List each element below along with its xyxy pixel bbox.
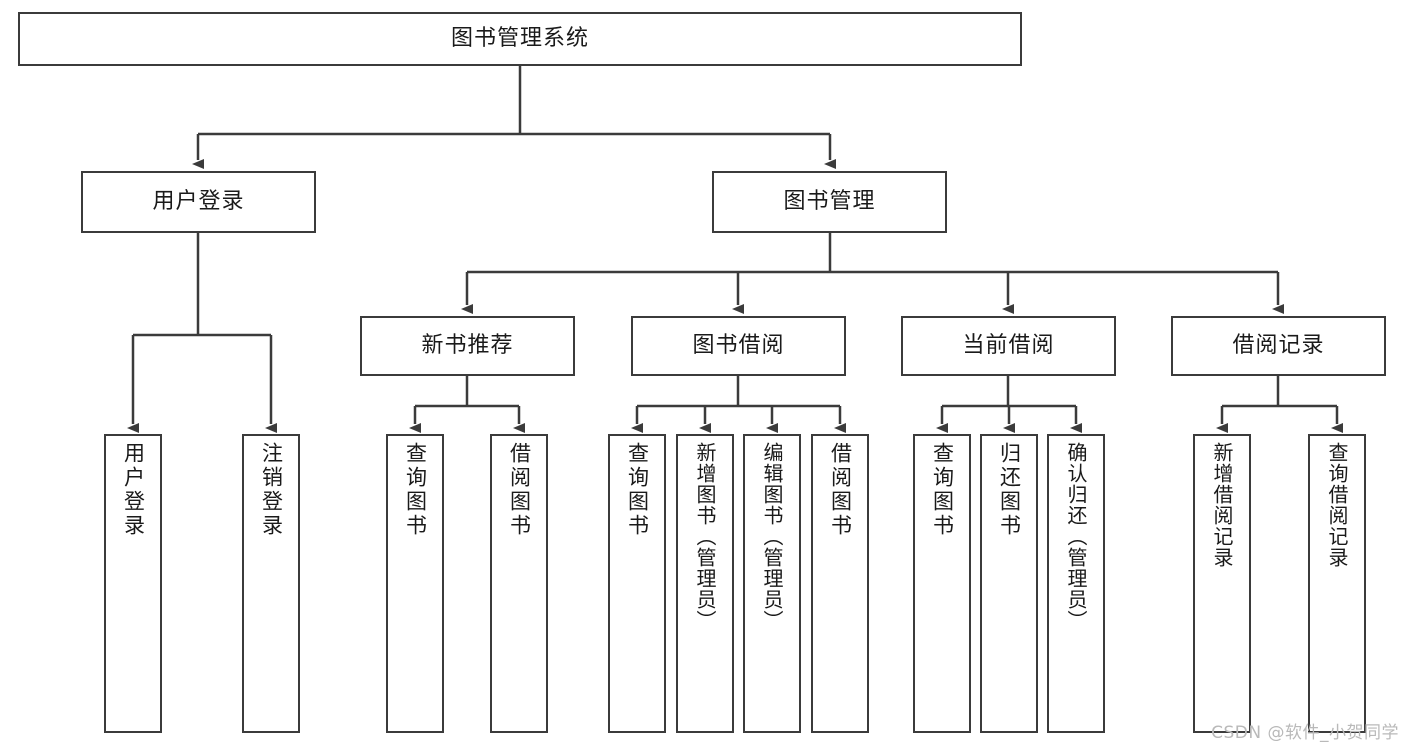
node-current-borrow[interactable]: 当前借阅	[901, 316, 1116, 376]
leaf-add-book[interactable]: 新增图书（管理员）	[676, 434, 734, 733]
leaf-add-record[interactable]: 新增借阅记录	[1193, 434, 1251, 733]
node-book-borrow-label: 图书借阅	[692, 333, 785, 359]
leaf-query-book-1-label: 查询图书	[403, 442, 428, 538]
node-book-manage[interactable]: 图书管理	[712, 171, 947, 233]
leaf-edit-book[interactable]: 编辑图书（管理员）	[743, 434, 801, 733]
leaf-confirm-return-label: 确认归还（管理员）	[1064, 442, 1088, 631]
leaf-query-record-label: 查询借阅记录	[1325, 442, 1349, 568]
leaf-user-login-label: 用户登录	[121, 442, 146, 538]
leaf-borrow-book-2-label: 借阅图书	[828, 442, 853, 538]
leaf-user-login[interactable]: 用户登录	[104, 434, 162, 733]
node-book-borrow[interactable]: 图书借阅	[631, 316, 846, 376]
node-root-label: 图书管理系统	[450, 26, 589, 52]
leaf-query-book-3[interactable]: 查询图书	[913, 434, 971, 733]
leaf-query-book-1[interactable]: 查询图书	[386, 434, 444, 733]
leaf-edit-book-label: 编辑图书（管理员）	[760, 442, 784, 631]
leaf-return-book-label: 归还图书	[997, 442, 1022, 538]
leaf-query-book-3-label: 查询图书	[930, 442, 955, 538]
node-root[interactable]: 图书管理系统	[18, 12, 1022, 66]
node-borrow-record-label: 借阅记录	[1232, 333, 1325, 359]
node-book-manage-label: 图书管理	[783, 189, 876, 215]
node-new-book-recommend[interactable]: 新书推荐	[360, 316, 575, 376]
leaf-query-book-2-label: 查询图书	[625, 442, 650, 538]
node-current-borrow-label: 当前借阅	[962, 333, 1055, 359]
node-new-book-recommend-label: 新书推荐	[421, 333, 514, 359]
leaf-confirm-return[interactable]: 确认归还（管理员）	[1047, 434, 1105, 733]
node-user-login[interactable]: 用户登录	[81, 171, 316, 233]
leaf-logout-login-label: 注销登录	[259, 442, 284, 538]
leaf-logout-login[interactable]: 注销登录	[242, 434, 300, 733]
leaf-return-book[interactable]: 归还图书	[980, 434, 1038, 733]
leaf-borrow-book-2[interactable]: 借阅图书	[811, 434, 869, 733]
node-user-login-label: 用户登录	[152, 189, 245, 215]
leaf-query-record[interactable]: 查询借阅记录	[1308, 434, 1366, 733]
leaf-add-book-label: 新增图书（管理员）	[693, 442, 717, 631]
leaf-borrow-book-1-label: 借阅图书	[507, 442, 532, 538]
node-borrow-record[interactable]: 借阅记录	[1171, 316, 1386, 376]
leaf-add-record-label: 新增借阅记录	[1210, 442, 1234, 568]
leaf-borrow-book-1[interactable]: 借阅图书	[490, 434, 548, 733]
leaf-query-book-2[interactable]: 查询图书	[608, 434, 666, 733]
csdn-watermark: CSDN @软件_小贺同学	[1211, 723, 1399, 743]
